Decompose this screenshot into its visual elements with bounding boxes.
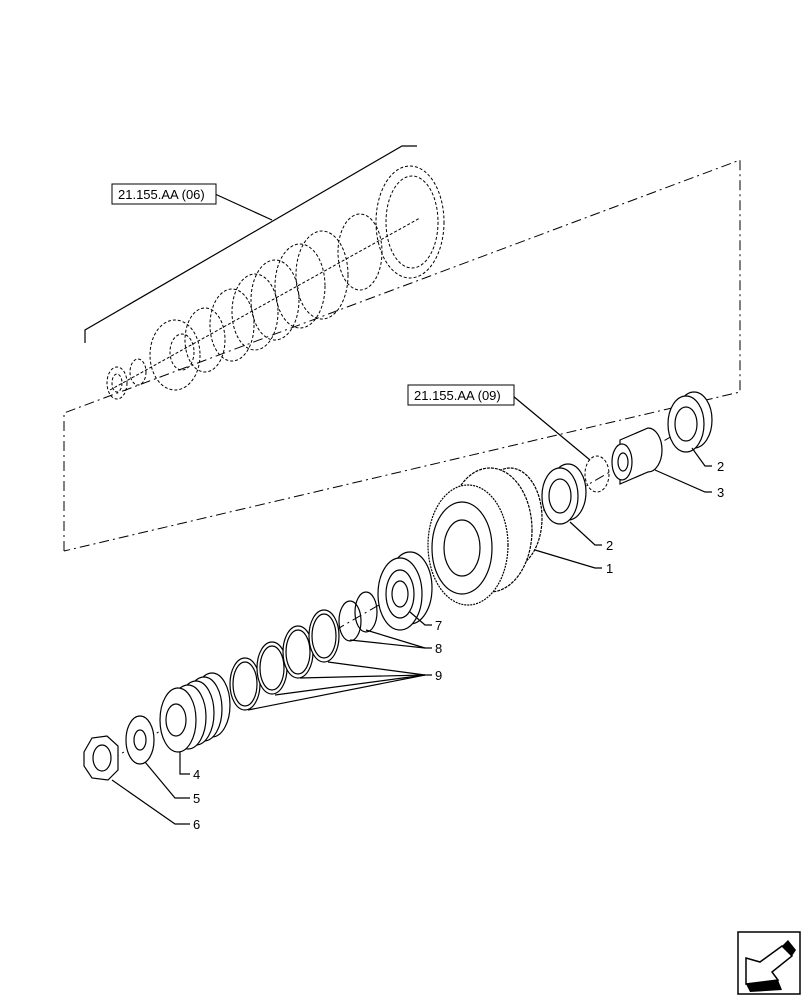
sleeve — [611, 427, 663, 485]
dashed-ring-09 — [584, 455, 610, 493]
arrow-next-icon[interactable] — [737, 931, 801, 995]
callout-7: 7 — [435, 618, 442, 633]
callout-6: 6 — [193, 817, 200, 832]
callout-labels: 2 3 2 1 7 8 9 4 5 6 — [193, 459, 724, 832]
callout-9: 9 — [435, 668, 442, 683]
callout-3: 3 — [717, 485, 724, 500]
reference-box-06[interactable]: 21.155.AA (06) — [111, 183, 217, 205]
callout-2-lower: 2 — [606, 538, 613, 553]
assembly-envelope — [63, 159, 741, 552]
snap-rings — [338, 591, 378, 642]
bearing-large — [377, 551, 433, 631]
leader-lines — [111, 395, 712, 825]
reference-bracket-06 — [84, 145, 417, 343]
callout-8: 8 — [435, 641, 442, 656]
callout-2-upper: 2 — [717, 459, 724, 474]
nut — [83, 735, 119, 781]
callout-1: 1 — [606, 561, 613, 576]
callout-5: 5 — [193, 791, 200, 806]
reference-text-09: 21.155.AA (09) — [414, 388, 501, 403]
gear-assembly — [427, 467, 543, 606]
callout-4: 4 — [193, 767, 200, 782]
bearing-small-lower — [541, 463, 587, 525]
clutch-pack-dashed — [106, 165, 445, 400]
reference-text-06: 21.155.AA (06) — [118, 187, 205, 202]
bearing-small-upper — [667, 391, 713, 453]
shims — [229, 609, 340, 711]
reference-box-09[interactable]: 21.155.AA (09) — [407, 384, 515, 406]
spring — [159, 672, 231, 753]
washer — [125, 715, 155, 765]
